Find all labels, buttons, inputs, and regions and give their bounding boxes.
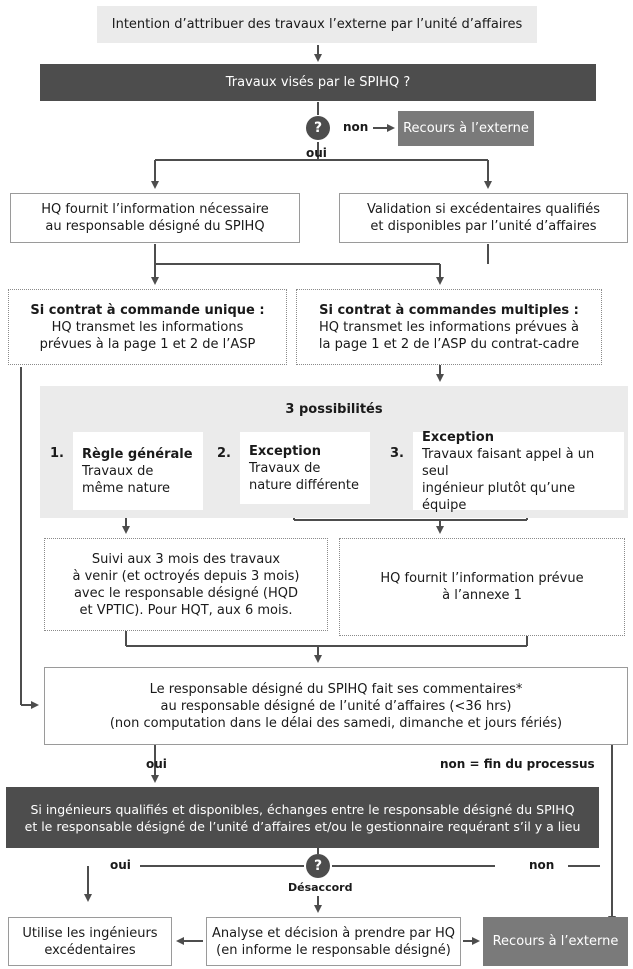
desaccord-label: Désaccord (288, 881, 353, 894)
suivi-box: Suivi aux 3 mois des travaux à venir (et… (44, 538, 328, 631)
option-1-title: Règle générale (82, 446, 193, 462)
non-fin-label: non = fin du processus (440, 757, 595, 771)
utilise-line-2: excédentaires (44, 942, 136, 958)
oui-label-1: oui (306, 146, 327, 160)
recours-externe-text-1: Recours à l’externe (403, 121, 529, 136)
travaux-vises-box: Travaux visés par le SPIHQ ? (40, 64, 596, 101)
trois-possibilites-title: 3 possibilités (285, 402, 383, 417)
option-2-number: 2. (217, 446, 231, 461)
recours-externe-box-1: Recours à l’externe (398, 111, 534, 146)
analyse-box: Analyse et décision à prendre par HQ (en… (206, 917, 461, 966)
recours-externe-box-2: Recours à l’externe (483, 917, 628, 966)
echanges-line-2: et le responsable désigné de l’unité d’a… (24, 818, 581, 834)
annexe-line-2: à l’annexe 1 (442, 588, 522, 603)
annexe-box: HQ fournit l’information prévue à l’anne… (339, 538, 625, 636)
echanges-box: Si ingénieurs qualifiés et disponibles, … (6, 787, 599, 848)
non-label-1: non (343, 120, 369, 134)
suivi-line-2: à venir (et octroyés depuis 3 mois) (72, 568, 300, 584)
contrat-unique-title: Si contrat à commande unique : (30, 302, 265, 318)
contrat-unique-box: Si contrat à commande unique : HQ transm… (8, 289, 287, 365)
non-label-3: non (529, 858, 555, 872)
question-icon-2: ? (306, 854, 330, 878)
travaux-vises-text: Travaux visés par le SPIHQ ? (225, 75, 411, 90)
intention-box: Intention d’attribuer des travaux l’exte… (97, 6, 537, 43)
suivi-line-1: Suivi aux 3 mois des travaux (91, 551, 281, 567)
suivi-line-3: avec le responsable désigné (HQD (73, 585, 299, 601)
echanges-line-1: Si ingénieurs qualifiés et disponibles, … (30, 801, 575, 817)
contrat-multiples-title: Si contrat à commandes multiples : (319, 302, 579, 318)
recours-externe-text-2: Recours à l’externe (492, 934, 619, 949)
contrat-multiples-line-1: HQ transmet les informations prévues à (318, 319, 579, 335)
commentaires-line-3: (non computation dans le délai des samed… (109, 715, 563, 731)
utilise-box: Utilise les ingénieurs excédentaires (8, 917, 172, 966)
contrat-multiples-box: Si contrat à commandes multiples : HQ tr… (296, 289, 602, 365)
option-1-line-2: même nature (82, 480, 171, 496)
validation-line-1: Validation si excédentaires qualifiés (367, 202, 600, 217)
question-icon-1: ? (306, 116, 330, 140)
option-1-line-1: Travaux de (82, 463, 154, 479)
oui-label-3: oui (110, 858, 131, 872)
oui-label-2: oui (146, 757, 167, 771)
commentaires-box: Le responsable désigné du SPIHQ fait ses… (44, 667, 628, 745)
commentaires-line-1: Le responsable désigné du SPIHQ fait ses… (149, 681, 523, 697)
suivi-line-4: et VPTIC). Pour HQT, aux 6 mois. (79, 602, 293, 618)
option-1-box: Règle générale Travaux de même nature (73, 432, 203, 510)
option-1-number: 1. (50, 446, 64, 461)
option-2-line-2: nature différente (249, 477, 359, 493)
analyse-line-1: Analyse et décision à prendre par HQ (211, 925, 456, 941)
hq-fournit-line-2: au responsable désigné du SPIHQ (45, 219, 265, 234)
contrat-multiples-line-2: la page 1 et 2 de l’ASP du contrat-cadre (318, 336, 580, 352)
validation-line-2: et disponibles par l’unité d’affaires (370, 219, 597, 234)
hq-fournit-line-1: HQ fournit l’information nécessaire (41, 202, 269, 217)
commentaires-line-2: au responsable désigné de l’unité d’affa… (160, 698, 512, 714)
analyse-line-2: (en informe le responsable désigné) (216, 942, 451, 958)
intention-text: Intention d’attribuer des travaux l’exte… (111, 17, 523, 32)
annexe-line-1: HQ fournit l’information prévue (380, 571, 584, 586)
option-3-line-2: ingénieur plutôt qu’une équipe (422, 480, 576, 513)
option-2-line-1: Travaux de (249, 460, 321, 476)
option-3-number: 3. (390, 446, 404, 461)
option-2-title: Exception (249, 443, 321, 459)
validation-box: Validation si excédentaires qualifiés et… (339, 193, 628, 243)
option-3-title: Exception (422, 429, 494, 445)
utilise-line-1: Utilise les ingénieurs (22, 925, 158, 941)
contrat-unique-line-1: HQ transmet les informations (51, 319, 244, 335)
option-3-line-1: Travaux faisant appel à un seul (422, 446, 595, 479)
option-2-box: Exception Travaux de nature différente (240, 432, 370, 504)
option-3-box: Exception Travaux faisant appel à un seu… (413, 429, 624, 513)
contrat-unique-line-2: prévues à la page 1 et 2 de l’ASP (39, 336, 256, 352)
hq-fournit-box: HQ fournit l’information nécessaire au r… (10, 193, 300, 243)
